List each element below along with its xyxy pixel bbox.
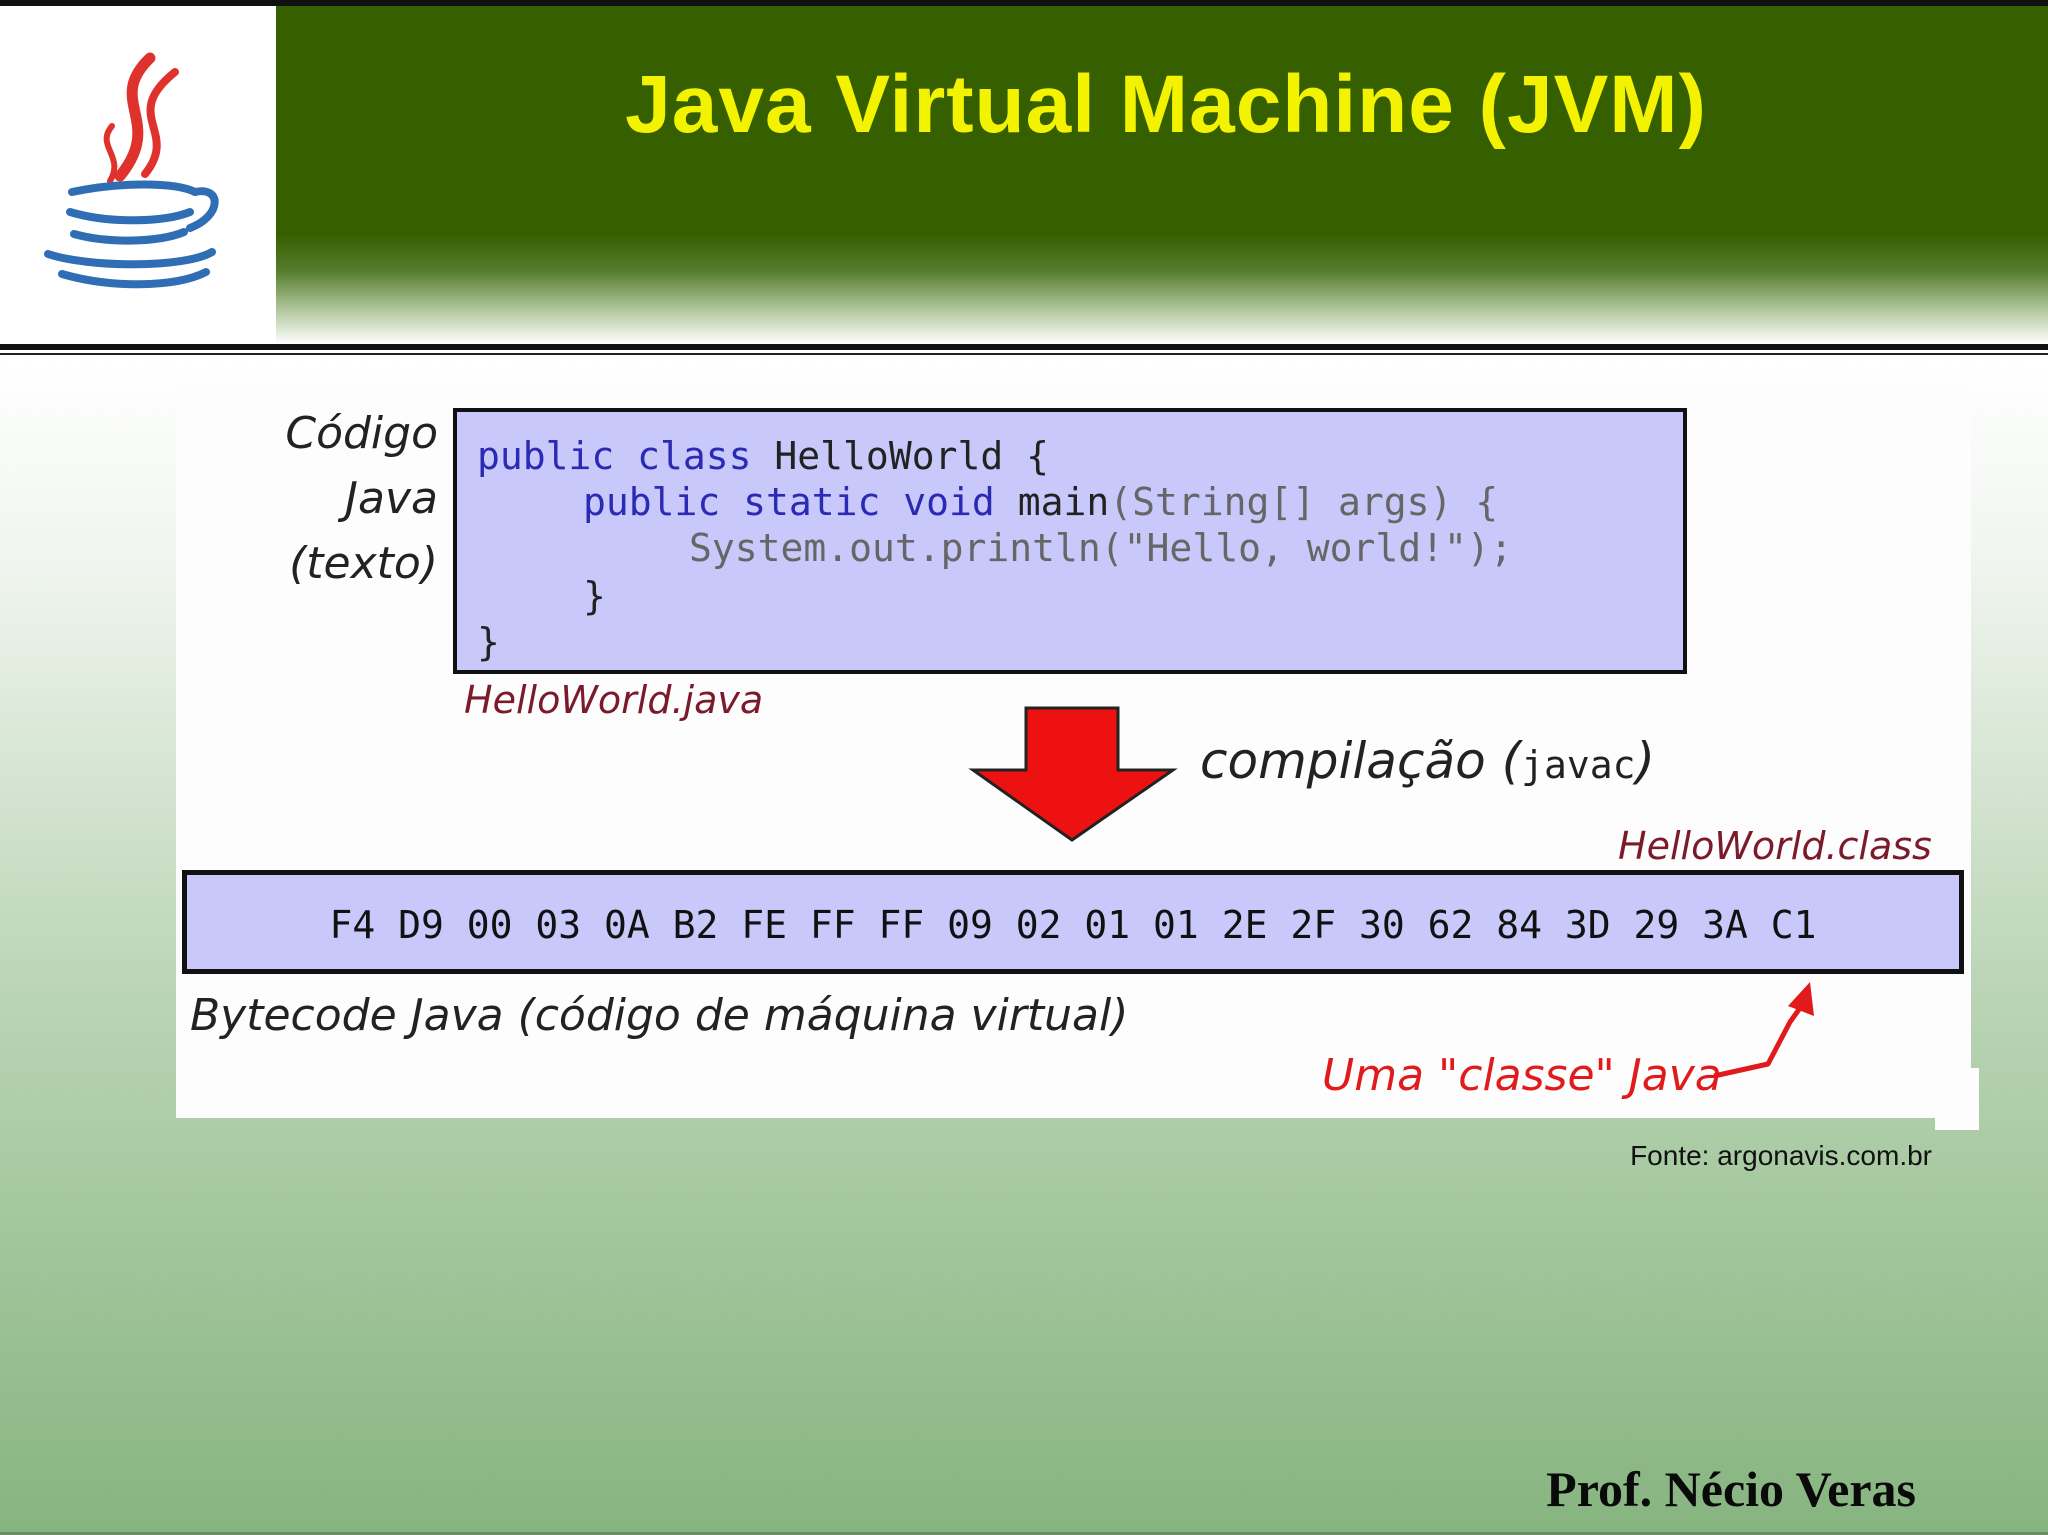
- source-label-line-2: Java: [345, 473, 438, 524]
- code-text: HelloWorld {: [751, 434, 1049, 478]
- bytecode-bytes: F4 D9 00 03 0A B2 FE FF FF 09 02 01 01 2…: [329, 903, 1817, 947]
- bytecode-box: F4 D9 00 03 0A B2 FE FF FF 09 02 01 01 2…: [182, 870, 1964, 974]
- bytecode-label: Bytecode Java (código de máquina virtual…: [190, 990, 1129, 1041]
- bottom-border-line: [0, 1532, 2048, 1535]
- source-label-line-1: Código: [285, 408, 438, 459]
- java-coffee-cup-icon: [44, 52, 219, 289]
- top-border-line: [0, 0, 2048, 6]
- annotation-arrow-icon: [1713, 982, 1814, 1079]
- slide-title: Java Virtual Machine (JVM): [625, 59, 1707, 150]
- compile-label: compilação (javac): [1200, 732, 1655, 790]
- code-line-3: System.out.println("Hello, world!");: [689, 526, 1513, 570]
- class-annotation: Uma "classe" Java: [1322, 1050, 1722, 1101]
- compile-tool: javac: [1521, 743, 1636, 787]
- code-text: main: [994, 480, 1110, 524]
- diagram-panel-notch: [1935, 1068, 1979, 1130]
- compile-label-close: ): [1635, 732, 1655, 790]
- source-code-box: public class HelloWorld { public static …: [453, 408, 1687, 674]
- source-label-line-3: (texto): [289, 538, 438, 589]
- code-line-2: public static void main(String[] args) {: [583, 480, 1498, 524]
- code-keyword: public class: [477, 434, 752, 478]
- code-line-5: }: [477, 620, 500, 664]
- author-name: Prof. Nécio Veras: [1546, 1461, 1916, 1517]
- header-band: [276, 6, 2048, 344]
- source-note: Fonte: argonavis.com.br: [1630, 1140, 1932, 1171]
- compile-label-text: compilação (: [1200, 732, 1522, 790]
- header-divider-thick: [0, 344, 2048, 350]
- source-filename: HelloWorld.java: [464, 678, 764, 722]
- code-line-1: public class HelloWorld {: [477, 434, 1049, 478]
- code-text-dim: (String[] args) {: [1109, 480, 1499, 524]
- logo-box: [0, 6, 276, 344]
- class-filename: HelloWorld.class: [1618, 824, 1932, 868]
- code-line-4: }: [583, 574, 606, 618]
- code-keyword: public static void: [583, 480, 995, 524]
- compile-arrow-icon: [968, 706, 1178, 842]
- header-divider-thin: [0, 353, 2048, 355]
